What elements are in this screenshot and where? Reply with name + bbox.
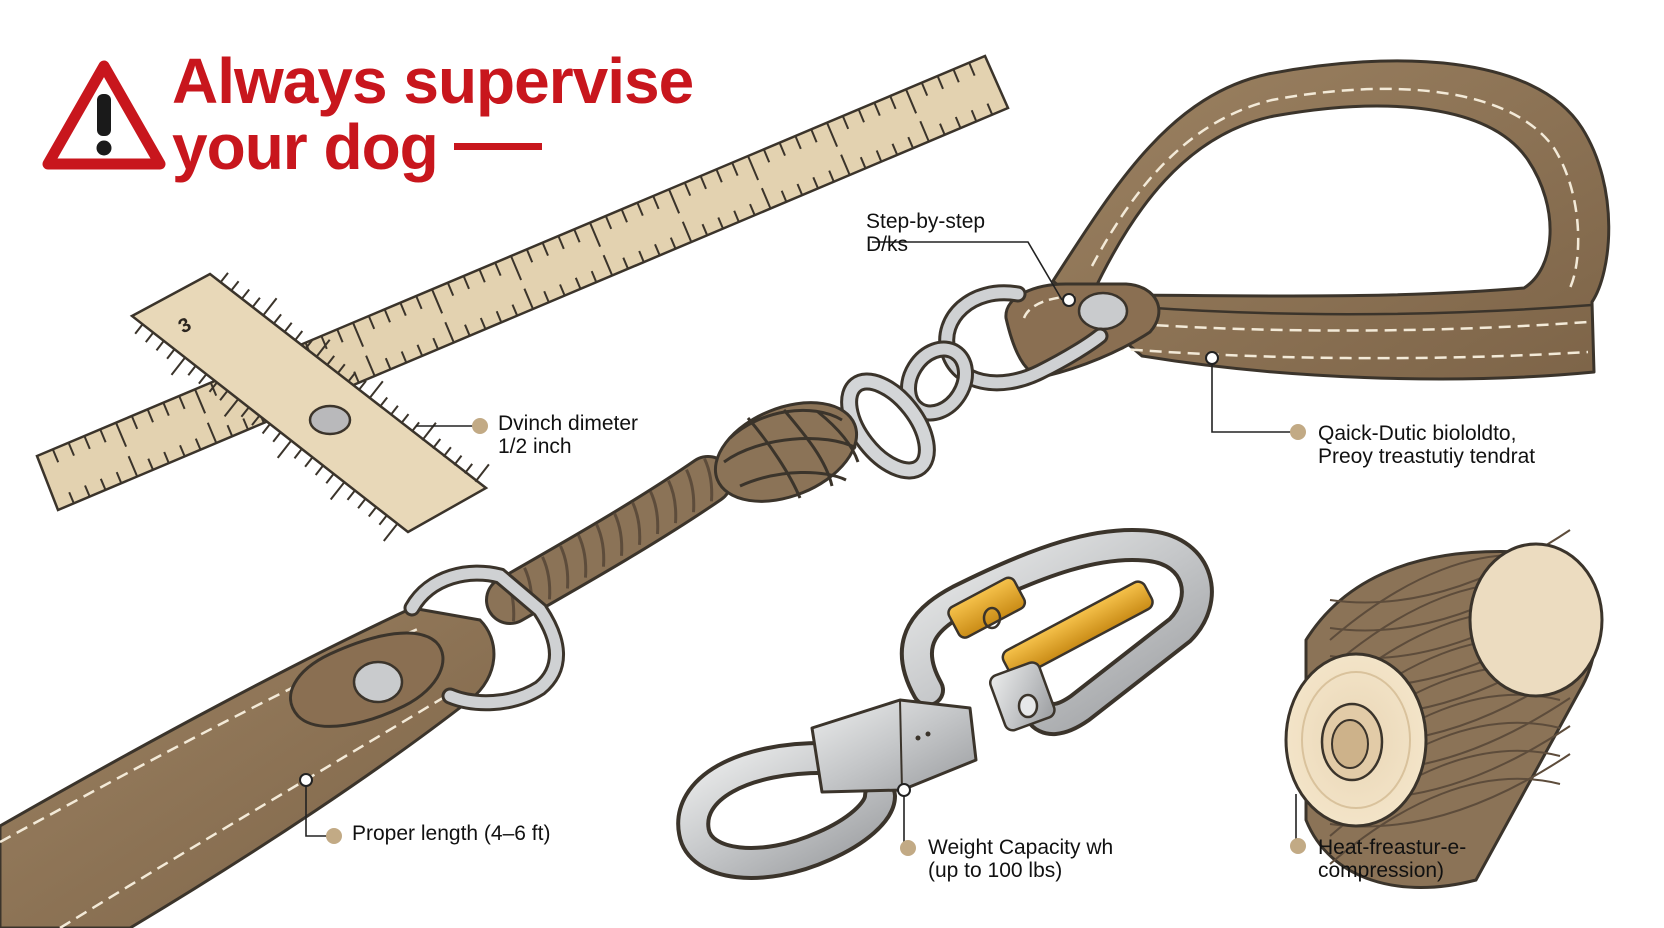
strap-d-ring xyxy=(403,564,565,712)
callout-heat-treasure-line-1: Heat-freastur-e- xyxy=(1318,836,1467,859)
warning-line-1: Always supervise xyxy=(172,45,694,117)
callout-diameter: Dvinch dimeter 1/2 inch xyxy=(498,412,638,458)
warning-line-2: your dog xyxy=(172,111,439,183)
warning-heading: Always supervise your dog xyxy=(172,45,694,180)
callout-step-by-step: Step-by-step D/ks xyxy=(866,210,985,256)
callout-quick-duty: Qaick-Dutic biololdto, Preoy treastutiy … xyxy=(1318,422,1535,468)
carabiner-brass-sleeve xyxy=(947,576,1027,639)
handle-tab xyxy=(1004,282,1161,378)
callout-diameter-line-1: Dvinch dimeter xyxy=(498,412,639,435)
callout-step-by-step-line-2: D/ks xyxy=(866,233,908,256)
callout-quick-duty-line-2: Preoy treastutiy tendrat xyxy=(1318,445,1536,468)
warning-dash xyxy=(453,142,542,150)
callout-weight-capacity: Weight Capacity wh (up to 100 lbs) xyxy=(928,836,1113,882)
short-ruler: 3 xyxy=(129,272,490,542)
carabiner-gate xyxy=(1001,580,1154,679)
callout-proper-length-line-1: Proper length (4–6 ft) xyxy=(352,822,551,845)
swivel-eye xyxy=(676,740,897,880)
warning-triangle-icon xyxy=(42,60,166,170)
callout-quick-duty-line-1: Qaick-Dutic biololdto, xyxy=(1318,422,1517,445)
twisted-rope xyxy=(485,455,733,625)
ruler-center-pin xyxy=(308,404,352,436)
callout-step-by-step-line-1: Step-by-step xyxy=(866,210,986,233)
leash-handle-loop xyxy=(1051,59,1611,381)
strap-rivet xyxy=(352,660,404,704)
handle-rivet xyxy=(1077,291,1129,331)
callout-weight-capacity-line-2: (up to 100 lbs) xyxy=(928,859,1063,882)
callout-heat-treasure-line-2: compression) xyxy=(1318,859,1445,882)
callout-proper-length: Proper length (4–6 ft) xyxy=(352,822,550,845)
warning-line-2-row: your dog xyxy=(172,114,693,180)
strap-tab xyxy=(289,631,445,728)
callout-bullets xyxy=(326,418,1306,856)
carabiner-collar xyxy=(989,661,1056,732)
callout-weight-capacity-line-1: Weight Capacity wh xyxy=(928,836,1114,859)
callout-diameter-line-2: 1/2 inch xyxy=(498,435,572,458)
callout-heat-treasure: Heat-freastur-e- compression) xyxy=(1318,836,1466,882)
leader-anchor-points xyxy=(299,293,1219,797)
carabiner-clip xyxy=(899,527,1214,736)
swivel-body xyxy=(810,698,978,794)
rope-knot xyxy=(713,401,860,503)
chain-link-middle xyxy=(840,372,936,480)
thread-spool xyxy=(1284,529,1604,889)
